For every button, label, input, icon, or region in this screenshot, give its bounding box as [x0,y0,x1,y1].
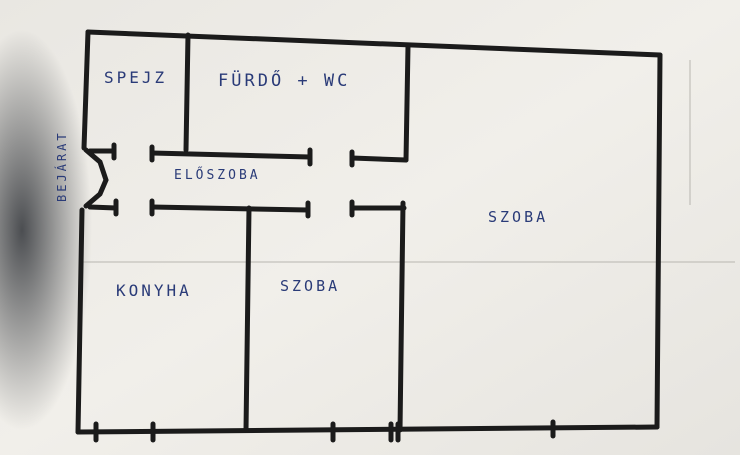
interior-walls [87,32,411,433]
window-marks [93,419,556,443]
label-entrance: BEJÁRAT [54,130,69,202]
label-hall: ELŐSZOBA [174,167,261,183]
label-room-large: SZOBA [488,208,548,226]
label-pantry: SPEJZ [104,68,167,87]
label-bathroom: FÜRDŐ + WC [218,69,350,91]
paper-shadow [0,30,92,430]
outer-walls [75,29,663,435]
door-jambs [111,142,355,219]
label-room-small: SZOBA [280,277,340,295]
entrance-door-symbol [83,147,109,209]
label-kitchen: KONYHA [116,281,192,300]
